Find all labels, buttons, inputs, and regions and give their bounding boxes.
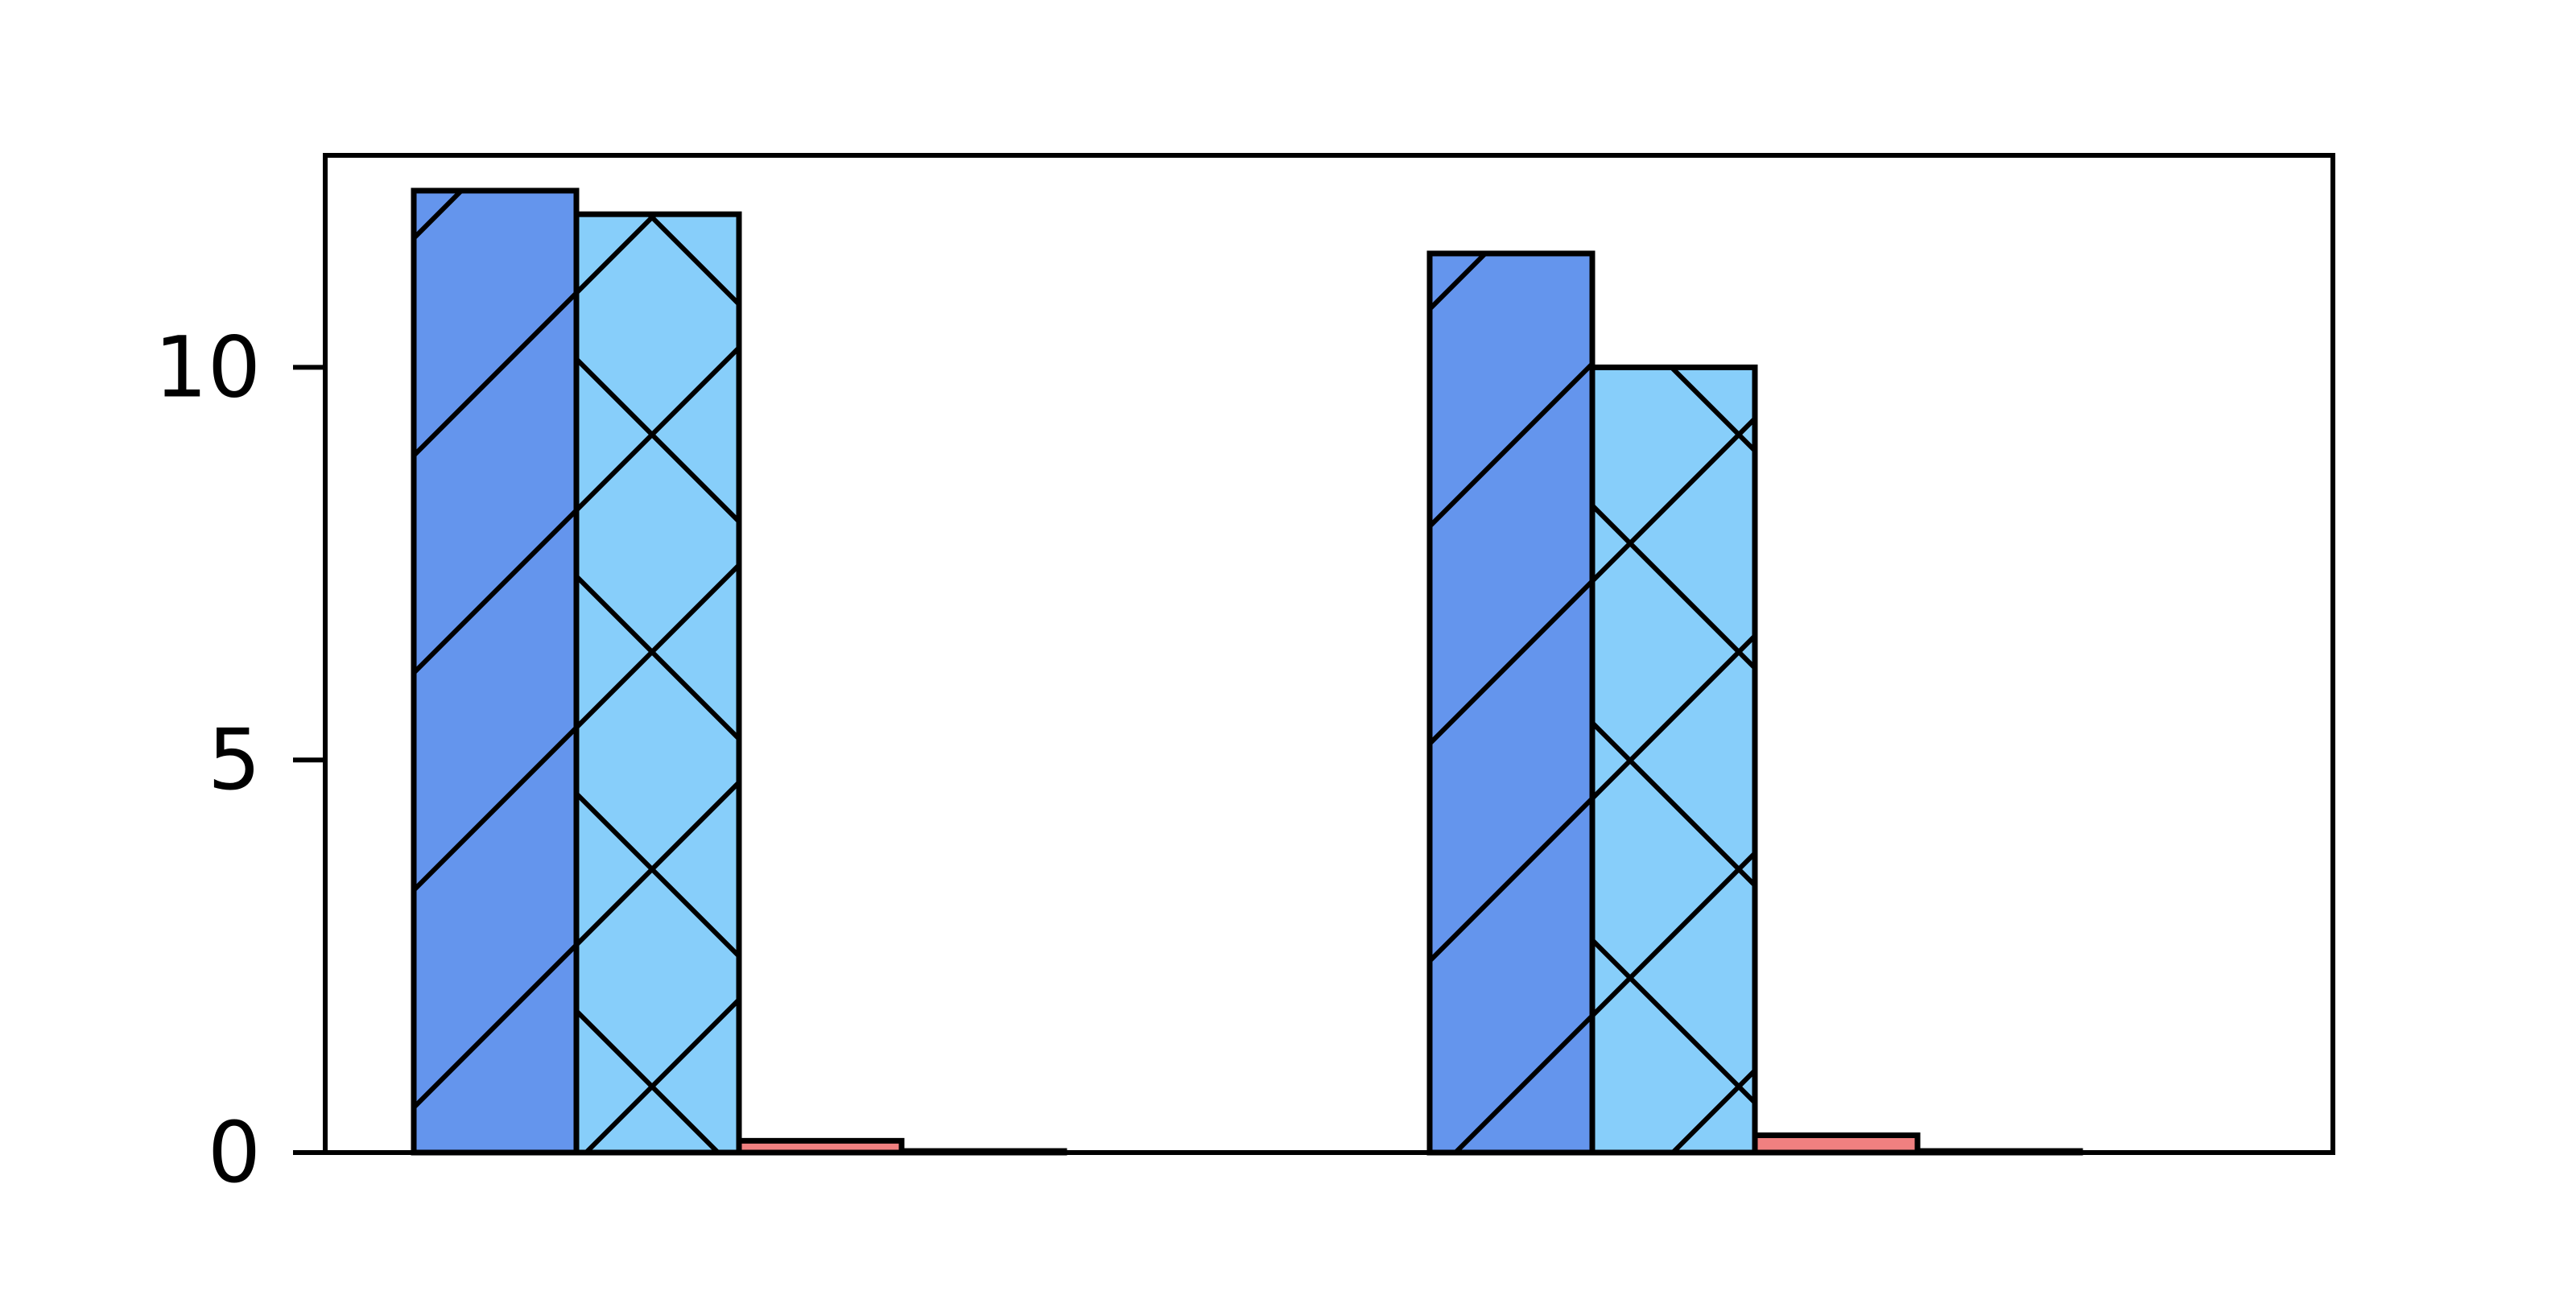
- y-tick-label-5: 5: [208, 711, 261, 809]
- bar-series-1-group-1-hatch: [414, 190, 576, 1153]
- bars-layer: [411, 188, 2083, 1156]
- bar-series-3-group-2: [1755, 1135, 1918, 1153]
- bar-series-2-group-2-hatch: [1592, 367, 1755, 1153]
- bar-series-2-group-1-hatch: [576, 214, 739, 1153]
- plot-frame: [323, 153, 2335, 1155]
- axes-layer: 0 5 10: [155, 153, 2335, 1202]
- bar-series-1-group-2-hatch: [1430, 253, 1592, 1153]
- bar-series-3-group-1: [739, 1140, 902, 1153]
- y-tick-label-10: 10: [155, 318, 261, 416]
- y-tick-label-0: 0: [208, 1103, 261, 1202]
